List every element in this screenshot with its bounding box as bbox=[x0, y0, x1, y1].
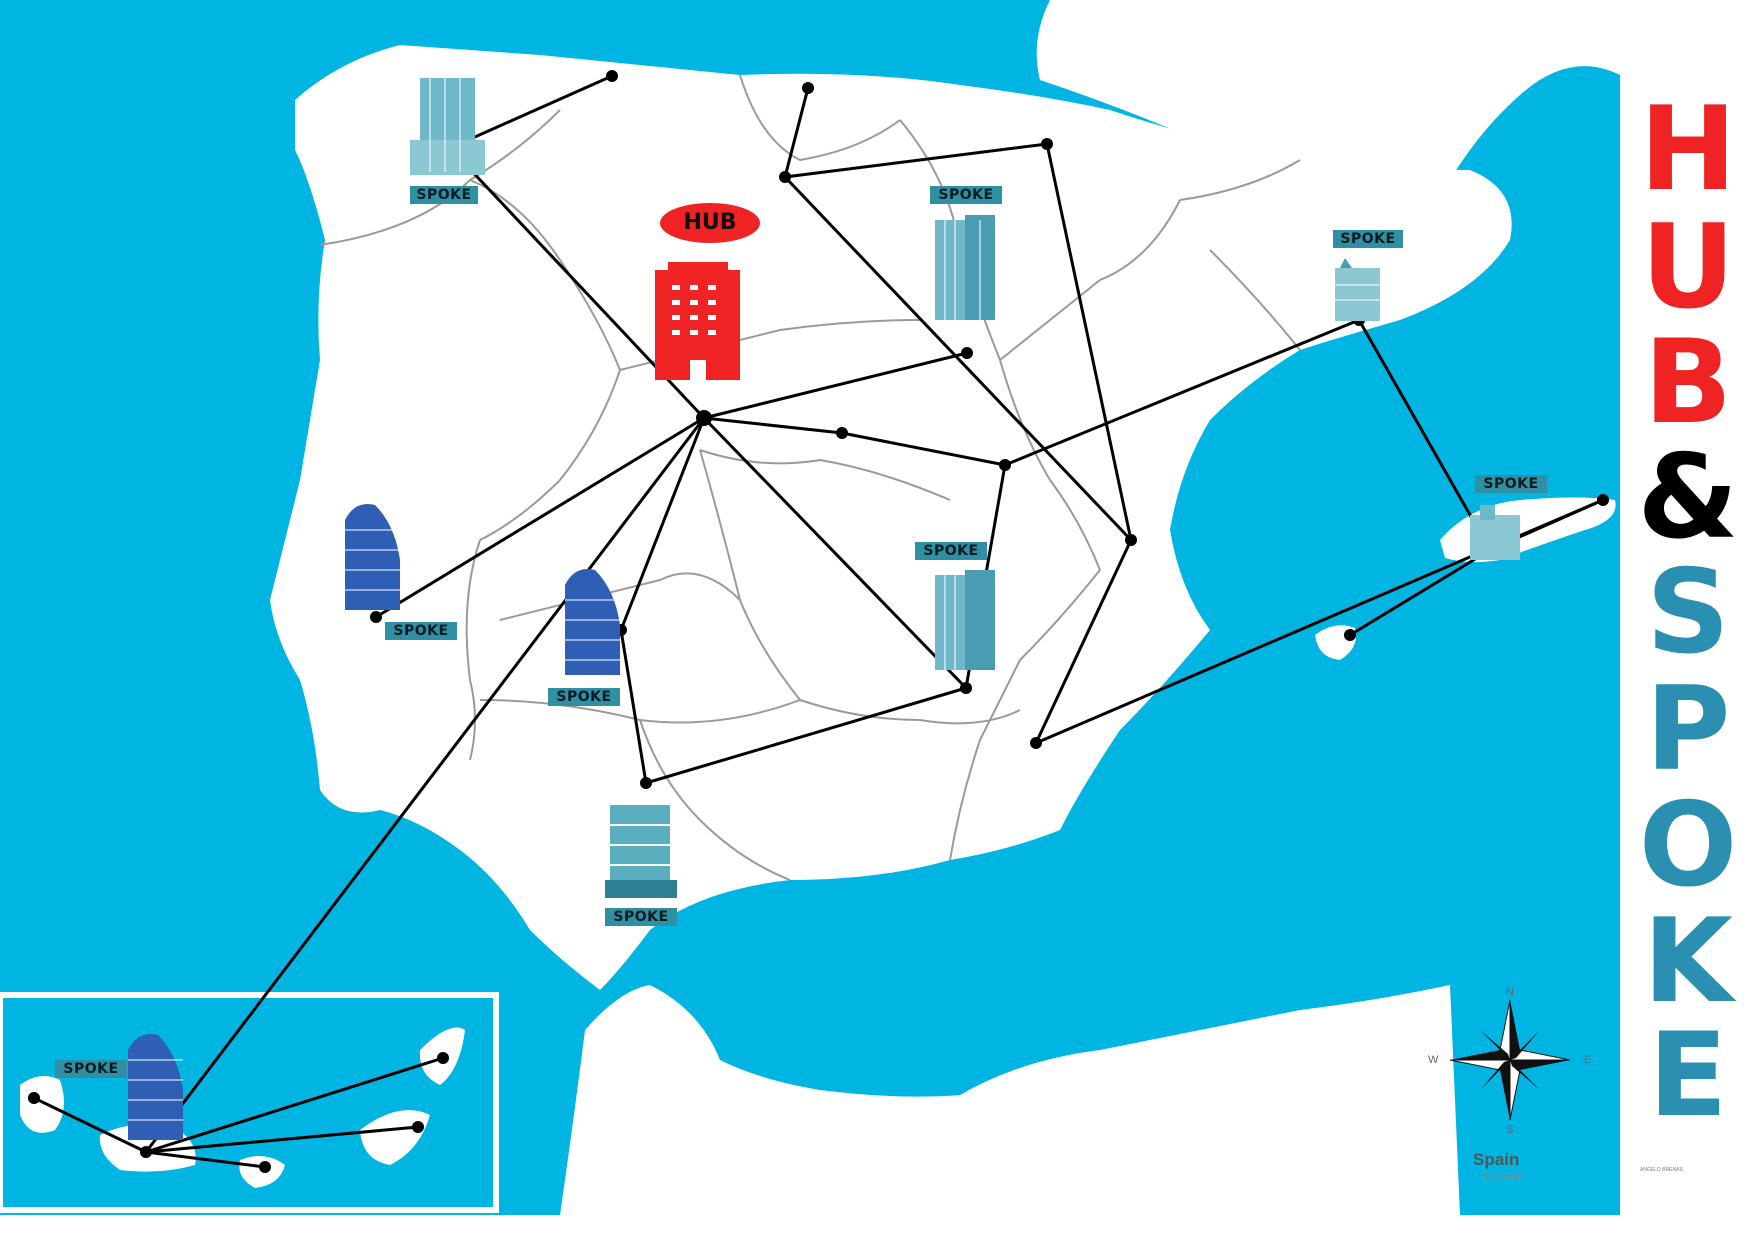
hub-building-icon bbox=[655, 262, 740, 380]
title-letter: U bbox=[1640, 200, 1736, 335]
route-node bbox=[259, 1161, 271, 1173]
route-line bbox=[1034, 539, 1133, 744]
spoke-building-icon bbox=[605, 805, 677, 898]
route-node bbox=[1030, 737, 1042, 749]
compass-north-label: N bbox=[1506, 986, 1514, 998]
route-line bbox=[841, 431, 1006, 467]
route-node bbox=[1344, 629, 1356, 641]
canary-island-west bbox=[20, 1076, 64, 1133]
route-line bbox=[702, 416, 968, 690]
route-line bbox=[145, 1150, 266, 1169]
route-line bbox=[1357, 319, 1492, 551]
title-letter: P bbox=[1645, 662, 1731, 797]
route-node bbox=[1041, 138, 1053, 150]
spoke-label-catalonia: SPOKE bbox=[1333, 230, 1403, 248]
compass-west-label: W bbox=[1428, 1054, 1439, 1066]
title-letter: & bbox=[1637, 430, 1739, 565]
france-landmass bbox=[1036, 0, 1620, 180]
route-node bbox=[779, 171, 791, 183]
spoke-building-icon bbox=[410, 78, 485, 175]
route-line bbox=[1004, 318, 1360, 467]
route-nodes bbox=[28, 70, 1609, 1173]
route-node bbox=[960, 682, 972, 694]
spoke-building-icon bbox=[1470, 505, 1520, 560]
route-line bbox=[145, 1125, 419, 1154]
bottom-margin bbox=[0, 1215, 1620, 1240]
route-node bbox=[1125, 534, 1137, 546]
spoke-building-icon bbox=[345, 504, 400, 610]
spoke-label-portugal: SPOKE bbox=[385, 622, 457, 640]
title-letter: H bbox=[1639, 82, 1737, 217]
artist-credit: ANGELO BRENAS bbox=[1640, 1167, 1683, 1173]
route-node bbox=[1597, 494, 1609, 506]
title-letter: B bbox=[1643, 315, 1733, 450]
route-line bbox=[1045, 143, 1133, 541]
map-caption-subtitle: Unlabeled bbox=[1478, 1172, 1524, 1183]
spoke-building-icon bbox=[935, 215, 995, 320]
compass-south-label: S bbox=[1506, 1124, 1514, 1136]
spoke-building-icon bbox=[935, 570, 995, 670]
route-node bbox=[437, 1052, 449, 1064]
route-node bbox=[140, 1146, 152, 1158]
canary-island-fuerteventura bbox=[360, 1110, 430, 1165]
spoke-building-icon bbox=[1335, 258, 1380, 321]
compass-rose-icon bbox=[1449, 999, 1571, 1121]
title-letter: S bbox=[1646, 545, 1730, 680]
canary-inset-frame bbox=[0, 992, 499, 1213]
route-line bbox=[703, 416, 843, 435]
route-line bbox=[619, 629, 648, 784]
route-line bbox=[783, 87, 810, 178]
compass-east-label: E bbox=[1584, 1054, 1592, 1066]
route-node bbox=[412, 1121, 424, 1133]
title-letter: K bbox=[1643, 894, 1733, 1029]
route-line bbox=[703, 351, 968, 420]
spoke-label-canary: SPOKE bbox=[55, 1060, 127, 1078]
spoke-label-balearic: SPOKE bbox=[1475, 475, 1547, 493]
route-node bbox=[836, 427, 848, 439]
route-node bbox=[640, 777, 652, 789]
route-line bbox=[783, 175, 1133, 542]
route-line bbox=[145, 1056, 444, 1154]
route-line bbox=[375, 416, 705, 619]
route-line bbox=[619, 417, 706, 631]
spoke-building-icon bbox=[128, 1034, 183, 1140]
title-letter: E bbox=[1648, 1008, 1728, 1143]
hub-label: HUB bbox=[660, 203, 760, 243]
route-node bbox=[370, 611, 382, 623]
route-line bbox=[33, 1096, 147, 1154]
spoke-label-extremadura: SPOKE bbox=[548, 688, 620, 706]
title-letter: O bbox=[1638, 778, 1738, 913]
spoke-label-basque: SPOKE bbox=[930, 186, 1002, 204]
route-node bbox=[696, 410, 712, 426]
route-node bbox=[961, 347, 973, 359]
route-node bbox=[999, 459, 1011, 471]
spoke-label-castilla-la-mancha: SPOKE bbox=[915, 542, 987, 560]
route-line bbox=[1349, 548, 1491, 637]
north-africa-landmass bbox=[560, 985, 1460, 1215]
route-node bbox=[28, 1092, 40, 1104]
regional-borders bbox=[319, 74, 1301, 881]
iberian-peninsula bbox=[270, 45, 1512, 990]
route-line bbox=[784, 142, 1048, 179]
route-line bbox=[449, 74, 613, 150]
route-line bbox=[645, 686, 967, 785]
route-line bbox=[144, 417, 706, 1153]
route-node bbox=[606, 70, 618, 82]
spoke-label-galicia: SPOKE bbox=[410, 186, 478, 204]
spoke-building-icon bbox=[565, 569, 620, 675]
spoke-label-andalusia: SPOKE bbox=[605, 908, 677, 926]
map-caption-title: Spain bbox=[1473, 1150, 1520, 1169]
route-node bbox=[802, 82, 814, 94]
